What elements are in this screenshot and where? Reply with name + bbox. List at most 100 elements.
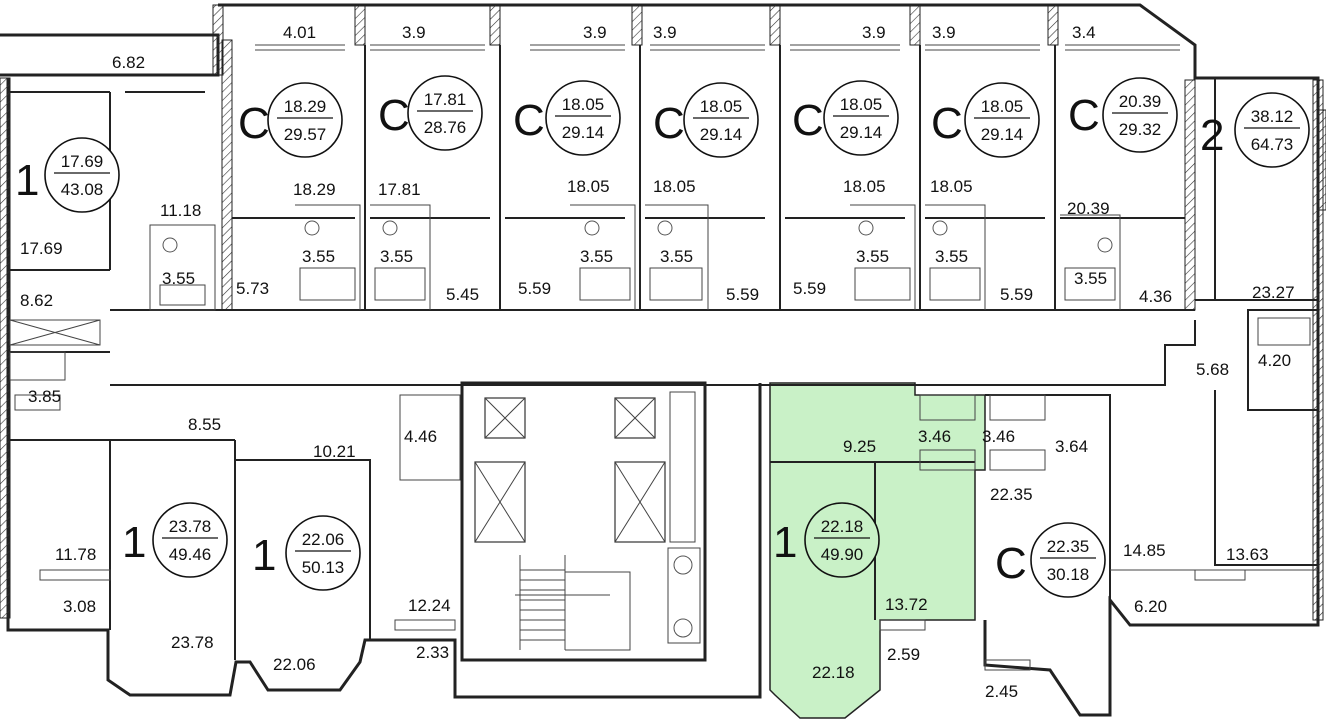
- room-area: 12.24: [408, 596, 451, 615]
- room-area: 6.82: [112, 53, 145, 72]
- room-area: 2.59: [887, 645, 920, 664]
- svg-text:C: C: [931, 99, 963, 148]
- room-area: 5.59: [518, 279, 551, 298]
- room-area: 5.59: [726, 285, 759, 304]
- svg-text:2: 2: [1200, 111, 1224, 160]
- room-area: 11.18: [160, 201, 201, 220]
- room-area: 3.9: [653, 23, 677, 42]
- svg-text:23.78: 23.78: [169, 517, 212, 536]
- svg-text:43.08: 43.08: [61, 180, 104, 199]
- svg-text:18.05: 18.05: [700, 97, 743, 116]
- room-area: 18.05: [930, 177, 973, 196]
- apartment-badge: 1 23.78 49.46: [122, 502, 228, 578]
- room-area: 13.72: [885, 595, 928, 614]
- svg-text:29.14: 29.14: [840, 123, 883, 142]
- room-area: 4.36: [1139, 287, 1172, 306]
- apartment-badge: C 18.05 29.14: [513, 80, 621, 156]
- room-area: 3.55: [935, 247, 968, 266]
- room-area: 3.55: [856, 247, 889, 266]
- room-area: 2.45: [985, 682, 1018, 701]
- apartment-badge-highlighted: 1 22.18 49.90: [773, 502, 880, 578]
- svg-text:C: C: [378, 91, 410, 140]
- apartment-badge: C 18.05 29.14: [653, 82, 759, 158]
- room-area: 5.59: [1000, 285, 1033, 304]
- svg-text:1: 1: [122, 518, 146, 567]
- room-area: 8.62: [20, 291, 53, 310]
- svg-text:1: 1: [252, 531, 276, 580]
- svg-text:28.76: 28.76: [424, 118, 467, 137]
- svg-text:29.14: 29.14: [562, 123, 605, 142]
- svg-text:22.35: 22.35: [1047, 537, 1090, 556]
- svg-text:C: C: [792, 96, 824, 145]
- svg-text:49.46: 49.46: [169, 545, 212, 564]
- room-area: 3.55: [302, 247, 335, 266]
- room-area: 17.81: [378, 180, 421, 199]
- svg-text:22.06: 22.06: [302, 530, 345, 549]
- room-area: 3.4: [1072, 23, 1096, 42]
- room-area: 23.78: [171, 633, 214, 652]
- room-area: 5.59: [793, 279, 826, 298]
- room-area: 18.05: [843, 177, 886, 196]
- svg-text:C: C: [513, 96, 545, 145]
- room-area: 6.20: [1134, 597, 1167, 616]
- svg-text:C: C: [1068, 91, 1100, 140]
- room-area: 4.20: [1258, 351, 1291, 370]
- room-area: 3.9: [932, 23, 956, 42]
- room-area: 18.05: [653, 177, 696, 196]
- apartment-badge: 2 38.12 64.73: [1200, 92, 1310, 168]
- apartment-badge: C 18.05 29.14: [792, 80, 899, 156]
- apartment-badges: C 18.29 29.57 C 17.81 28.76 C 18.05 29.1…: [15, 75, 1310, 598]
- room-area: 3.55: [1074, 269, 1107, 288]
- room-area: 3.85: [28, 387, 61, 406]
- room-area: 14.85: [1123, 541, 1166, 560]
- svg-text:C: C: [653, 99, 685, 148]
- room-area: 22.18: [812, 663, 855, 682]
- svg-text:18.29: 18.29: [284, 97, 327, 116]
- room-area: 5.73: [236, 279, 269, 298]
- apartment-badge: C 18.29 29.57: [238, 82, 343, 158]
- room-area: 10.21: [313, 442, 356, 461]
- apartment-badge: C 22.35 30.18: [995, 522, 1106, 598]
- room-area: 11.78: [55, 545, 96, 564]
- room-area: 3.64: [1055, 437, 1088, 456]
- svg-text:29.57: 29.57: [284, 125, 327, 144]
- svg-text:22.18: 22.18: [821, 517, 864, 536]
- elevator-core: [460, 381, 707, 662]
- apartment-badge: 1 22.06 50.13: [252, 515, 361, 591]
- svg-text:64.73: 64.73: [1251, 135, 1294, 154]
- room-area: 3.46: [918, 427, 951, 446]
- svg-text:50.13: 50.13: [302, 558, 345, 577]
- svg-text:18.05: 18.05: [981, 97, 1024, 116]
- svg-text:20.39: 20.39: [1119, 92, 1162, 111]
- apartment-badge: C 17.81 28.76: [378, 75, 483, 151]
- corridor: [9, 319, 1196, 660]
- interior-walls-right: [770, 78, 1319, 671]
- room-area: 18.05: [567, 177, 610, 196]
- room-area: 3.55: [162, 269, 195, 288]
- svg-text:18.05: 18.05: [562, 95, 605, 114]
- room-area: 22.35: [990, 485, 1033, 504]
- room-area: 18.29: [293, 180, 336, 199]
- interior-walls-top: [10, 45, 1195, 311]
- room-area: 20.39: [1067, 199, 1110, 218]
- svg-text:29.14: 29.14: [700, 125, 743, 144]
- room-area: 5.45: [446, 285, 479, 304]
- svg-text:38.12: 38.12: [1251, 107, 1294, 126]
- balconies-top: [255, 44, 1180, 51]
- room-area: 3.08: [63, 597, 96, 616]
- svg-text:17.69: 17.69: [61, 152, 104, 171]
- svg-text:29.32: 29.32: [1119, 120, 1162, 139]
- svg-text:17.81: 17.81: [424, 90, 467, 109]
- room-area: 8.55: [188, 415, 221, 434]
- room-area: 5.68: [1196, 360, 1229, 379]
- room-area: 4.01: [283, 23, 316, 42]
- room-area: 3.46: [982, 427, 1015, 446]
- svg-text:1: 1: [773, 518, 797, 567]
- room-area: 23.27: [1252, 283, 1295, 302]
- room-area: 13.63: [1226, 545, 1269, 564]
- apartment-badge: C 20.39 29.32: [1068, 77, 1178, 153]
- svg-text:C: C: [238, 99, 270, 148]
- room-area: 3.9: [583, 23, 607, 42]
- svg-text:29.14: 29.14: [981, 125, 1024, 144]
